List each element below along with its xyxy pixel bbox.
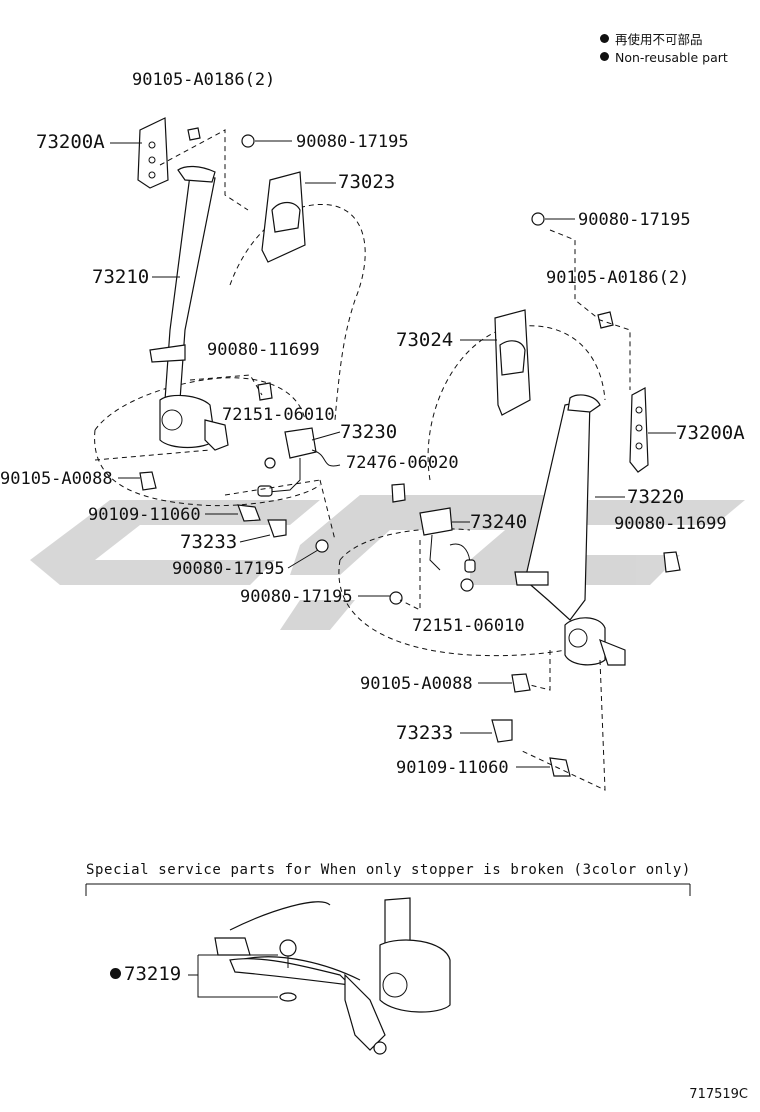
part-label: 73200A bbox=[676, 422, 745, 444]
right-buckle-73240 bbox=[419, 507, 476, 592]
left-pillar-cover bbox=[261, 171, 336, 263]
right-anchor-adjuster bbox=[629, 387, 676, 473]
part-label-non-reusable: 73219 bbox=[110, 964, 181, 984]
part-label: 73233 bbox=[180, 531, 238, 553]
part-label: 72151-06010 bbox=[412, 616, 525, 636]
figure-number: 717519C bbox=[689, 1087, 748, 1102]
part-label: 90105-A0186(2) bbox=[546, 268, 690, 288]
part-label: 90080-11699 bbox=[207, 340, 320, 360]
bullet-icon bbox=[600, 34, 609, 43]
left-buckle-73230 bbox=[257, 427, 341, 497]
part-label: 73220 bbox=[627, 486, 685, 508]
part-label: 73240 bbox=[470, 511, 528, 533]
left-belt-assembly bbox=[149, 165, 229, 451]
part-label: 90105-A0088 bbox=[0, 469, 113, 489]
part-label: 90080-17195 bbox=[172, 559, 285, 579]
part-label: 73233 bbox=[396, 722, 454, 744]
part-label: 90105-A0186(2) bbox=[132, 70, 276, 90]
part-label: 90080-17195 bbox=[578, 210, 691, 230]
part-label: 90105-A0088 bbox=[360, 674, 473, 694]
part-label: 72476-06020 bbox=[346, 453, 459, 473]
part-label: 72151-06010 bbox=[222, 405, 335, 425]
stopper-detail bbox=[188, 897, 451, 1055]
right-belt-assembly bbox=[514, 394, 626, 666]
part-label: 90109-11060 bbox=[396, 758, 509, 778]
part-label: 90080-11699 bbox=[614, 514, 727, 534]
part-label: 90080-17195 bbox=[240, 587, 353, 607]
special-service-frame bbox=[85, 883, 691, 896]
bullet-icon bbox=[600, 52, 609, 61]
dashed-leaders bbox=[94, 129, 631, 791]
bullet-icon bbox=[110, 968, 121, 979]
right-pillar-cover bbox=[460, 309, 531, 416]
part-label: 90109-11060 bbox=[88, 505, 201, 525]
part-label: 73210 bbox=[92, 266, 150, 288]
part-label: 73023 bbox=[338, 171, 396, 193]
legend-english: Non-reusable part bbox=[600, 50, 728, 66]
part-label: 73230 bbox=[340, 421, 398, 443]
part-label: 90080-17195 bbox=[296, 132, 409, 152]
special-service-note: Special service parts for When only stop… bbox=[86, 862, 691, 878]
part-label: 73200A bbox=[36, 131, 105, 153]
part-label: 73024 bbox=[396, 329, 454, 351]
left-anchor-adjuster bbox=[110, 117, 169, 189]
legend-japanese: 再使用不可部品 bbox=[600, 32, 703, 48]
